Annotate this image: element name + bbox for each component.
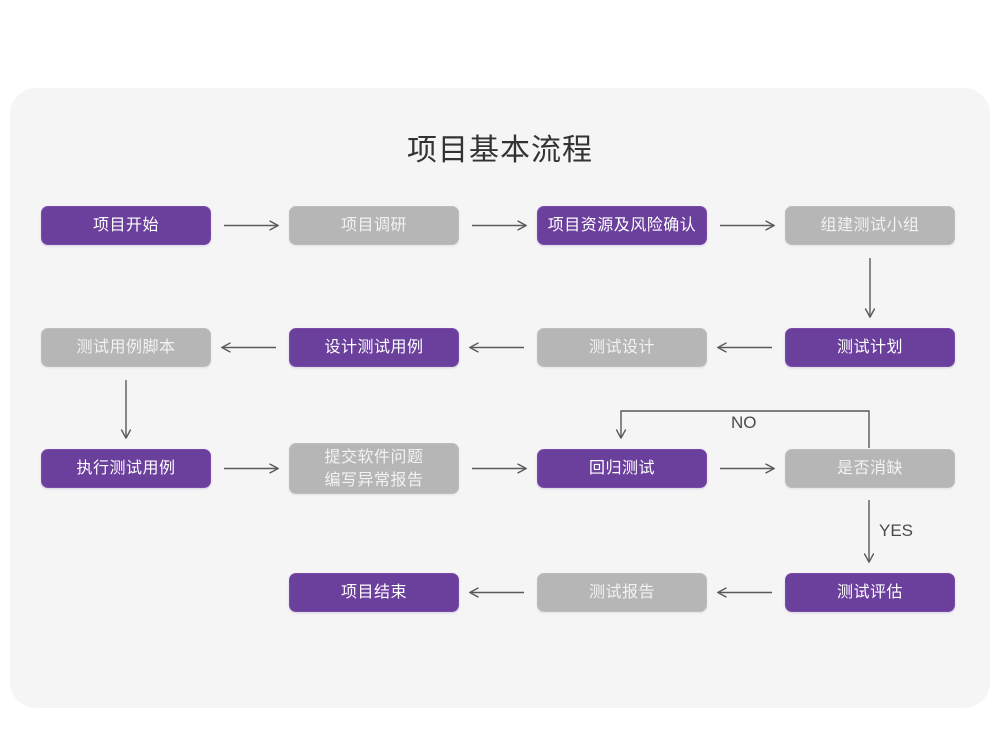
flow-node-n12[interactable]: 是否消缺: [785, 449, 955, 488]
flow-node-n15[interactable]: 测试评估: [785, 573, 955, 612]
flow-node-n7[interactable]: 测试设计: [537, 328, 707, 367]
flow-node-n4[interactable]: 组建测试小组: [785, 206, 955, 245]
flow-node-n8[interactable]: 测试计划: [785, 328, 955, 367]
flow-node-n11[interactable]: 回归测试: [537, 449, 707, 488]
edge-label-no: NO: [731, 413, 757, 432]
flow-node-n10[interactable]: 提交软件问题 编写异常报告: [289, 443, 459, 494]
flowchart-card: [10, 88, 990, 708]
flow-node-n2[interactable]: 项目调研: [289, 206, 459, 245]
flow-node-n3[interactable]: 项目资源及风险确认: [537, 206, 707, 245]
flow-node-n5[interactable]: 测试用例脚本: [41, 328, 211, 367]
edge-label-yes: YES: [879, 521, 914, 540]
flow-node-n6[interactable]: 设计测试用例: [289, 328, 459, 367]
flow-node-n9[interactable]: 执行测试用例: [41, 449, 211, 488]
flow-node-n14[interactable]: 测试报告: [537, 573, 707, 612]
flow-node-n13[interactable]: 项目结束: [289, 573, 459, 612]
page-title: 项目基本流程: [407, 134, 593, 167]
flow-node-n1[interactable]: 项目开始: [41, 206, 211, 245]
